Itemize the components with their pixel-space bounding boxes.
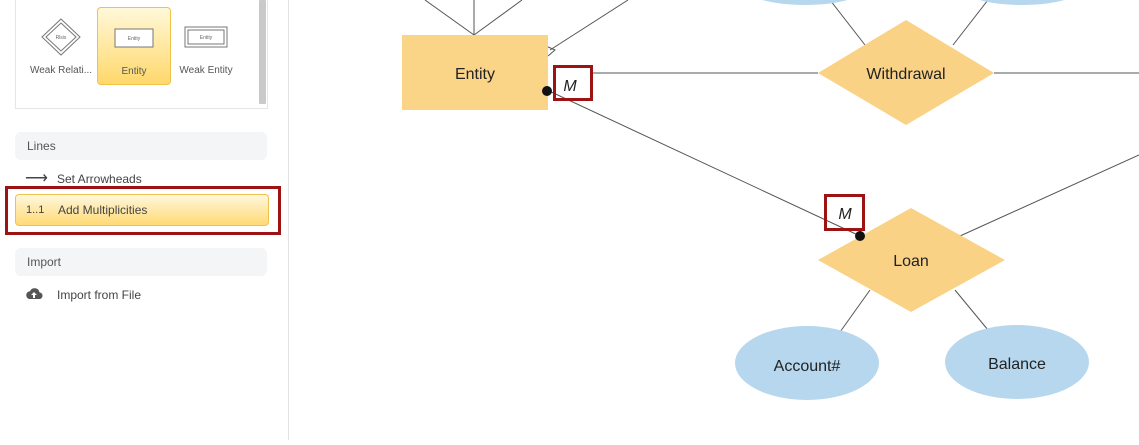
loan-account-line: [839, 289, 871, 333]
set-arrowheads-item[interactable]: ⟶ Set Arrowheads: [15, 164, 267, 194]
left-sidebar: Rlsis Weak Relati... Entity Entity Entit…: [0, 0, 289, 440]
attribute-partial-right: [979, 0, 1065, 5]
import-from-file-label: Import from File: [57, 288, 142, 302]
entity-loan-line: [546, 89, 861, 237]
shape-library-panel: Rlsis Weak Relati... Entity Entity Entit…: [15, 0, 268, 109]
entity-top-line-3: [473, 0, 523, 36]
attribute-partial-left: [762, 0, 848, 5]
multiplicity-icon: 1..1: [26, 204, 45, 216]
shape-label: Weak Entity: [179, 65, 233, 76]
loan-right-line: [959, 154, 1139, 237]
add-multiplicities-label: Add Multiplicities: [58, 203, 148, 217]
connection-endpoint-dot: [542, 86, 552, 96]
set-arrowheads-label: Set Arrowheads: [57, 172, 142, 186]
shape-entity[interactable]: Entity Entity: [97, 7, 171, 85]
connection-endpoint-dot: [855, 231, 865, 241]
er-diagram: Entity Withdrawal Loan Account# Balance …: [402, 0, 1139, 400]
weak-entity-thumb-text: Entity: [200, 35, 213, 41]
account-attribute-shape[interactable]: [735, 326, 879, 400]
withdrawal-upper-right-line: [952, 0, 989, 46]
entity-shape[interactable]: [402, 35, 548, 110]
connector-lines: [424, 0, 1139, 333]
entity-thumb-icon: Entity: [114, 28, 154, 48]
loan-shape[interactable]: [818, 208, 1005, 312]
arrow-right-icon: ⟶: [25, 170, 48, 187]
import-section-header[interactable]: Import: [15, 248, 267, 276]
multiplicity-label-2[interactable]: M: [838, 206, 852, 223]
entity-label: Entity: [455, 66, 495, 83]
weak-relationship-thumb-text: Rlsis: [56, 35, 67, 41]
entity-thumb-text: Entity: [128, 36, 141, 42]
entity-top-line-1: [424, 0, 475, 36]
diagram-canvas[interactable]: Entity Withdrawal Loan Account# Balance …: [289, 0, 1139, 440]
withdrawal-label: Withdrawal: [866, 66, 945, 83]
loan-balance-line: [954, 289, 989, 331]
multiplicity-label-1[interactable]: M: [563, 78, 577, 95]
shape-label: Weak Relati...: [29, 65, 93, 76]
withdrawal-upper-left-line: [829, 0, 866, 46]
cloud-upload-icon: [25, 280, 47, 310]
shape-weak-relationship[interactable]: Rlsis Weak Relati...: [25, 7, 97, 83]
balance-attribute-label: Balance: [988, 356, 1046, 373]
shape-weak-entity[interactable]: Entity Weak Entity: [170, 7, 242, 83]
weak-entity-thumb-icon: Entity: [184, 26, 228, 48]
balance-attribute-shape[interactable]: [945, 325, 1089, 399]
lines-section-header[interactable]: Lines: [15, 132, 267, 160]
add-multiplicities-item[interactable]: 1..1 Add Multiplicities: [15, 194, 269, 226]
loan-label: Loan: [893, 253, 929, 270]
entity-upper-line: [549, 0, 629, 51]
shape-label: Entity: [121, 66, 147, 77]
withdrawal-shape[interactable]: [818, 20, 994, 125]
weak-relationship-thumb-icon: Rlsis: [41, 18, 81, 56]
shape-panel-scrollbar[interactable]: [259, 0, 266, 104]
import-from-file-item[interactable]: Import from File: [15, 280, 267, 310]
account-attribute-label: Account#: [774, 358, 841, 375]
arrowhead-mark: [545, 45, 556, 57]
